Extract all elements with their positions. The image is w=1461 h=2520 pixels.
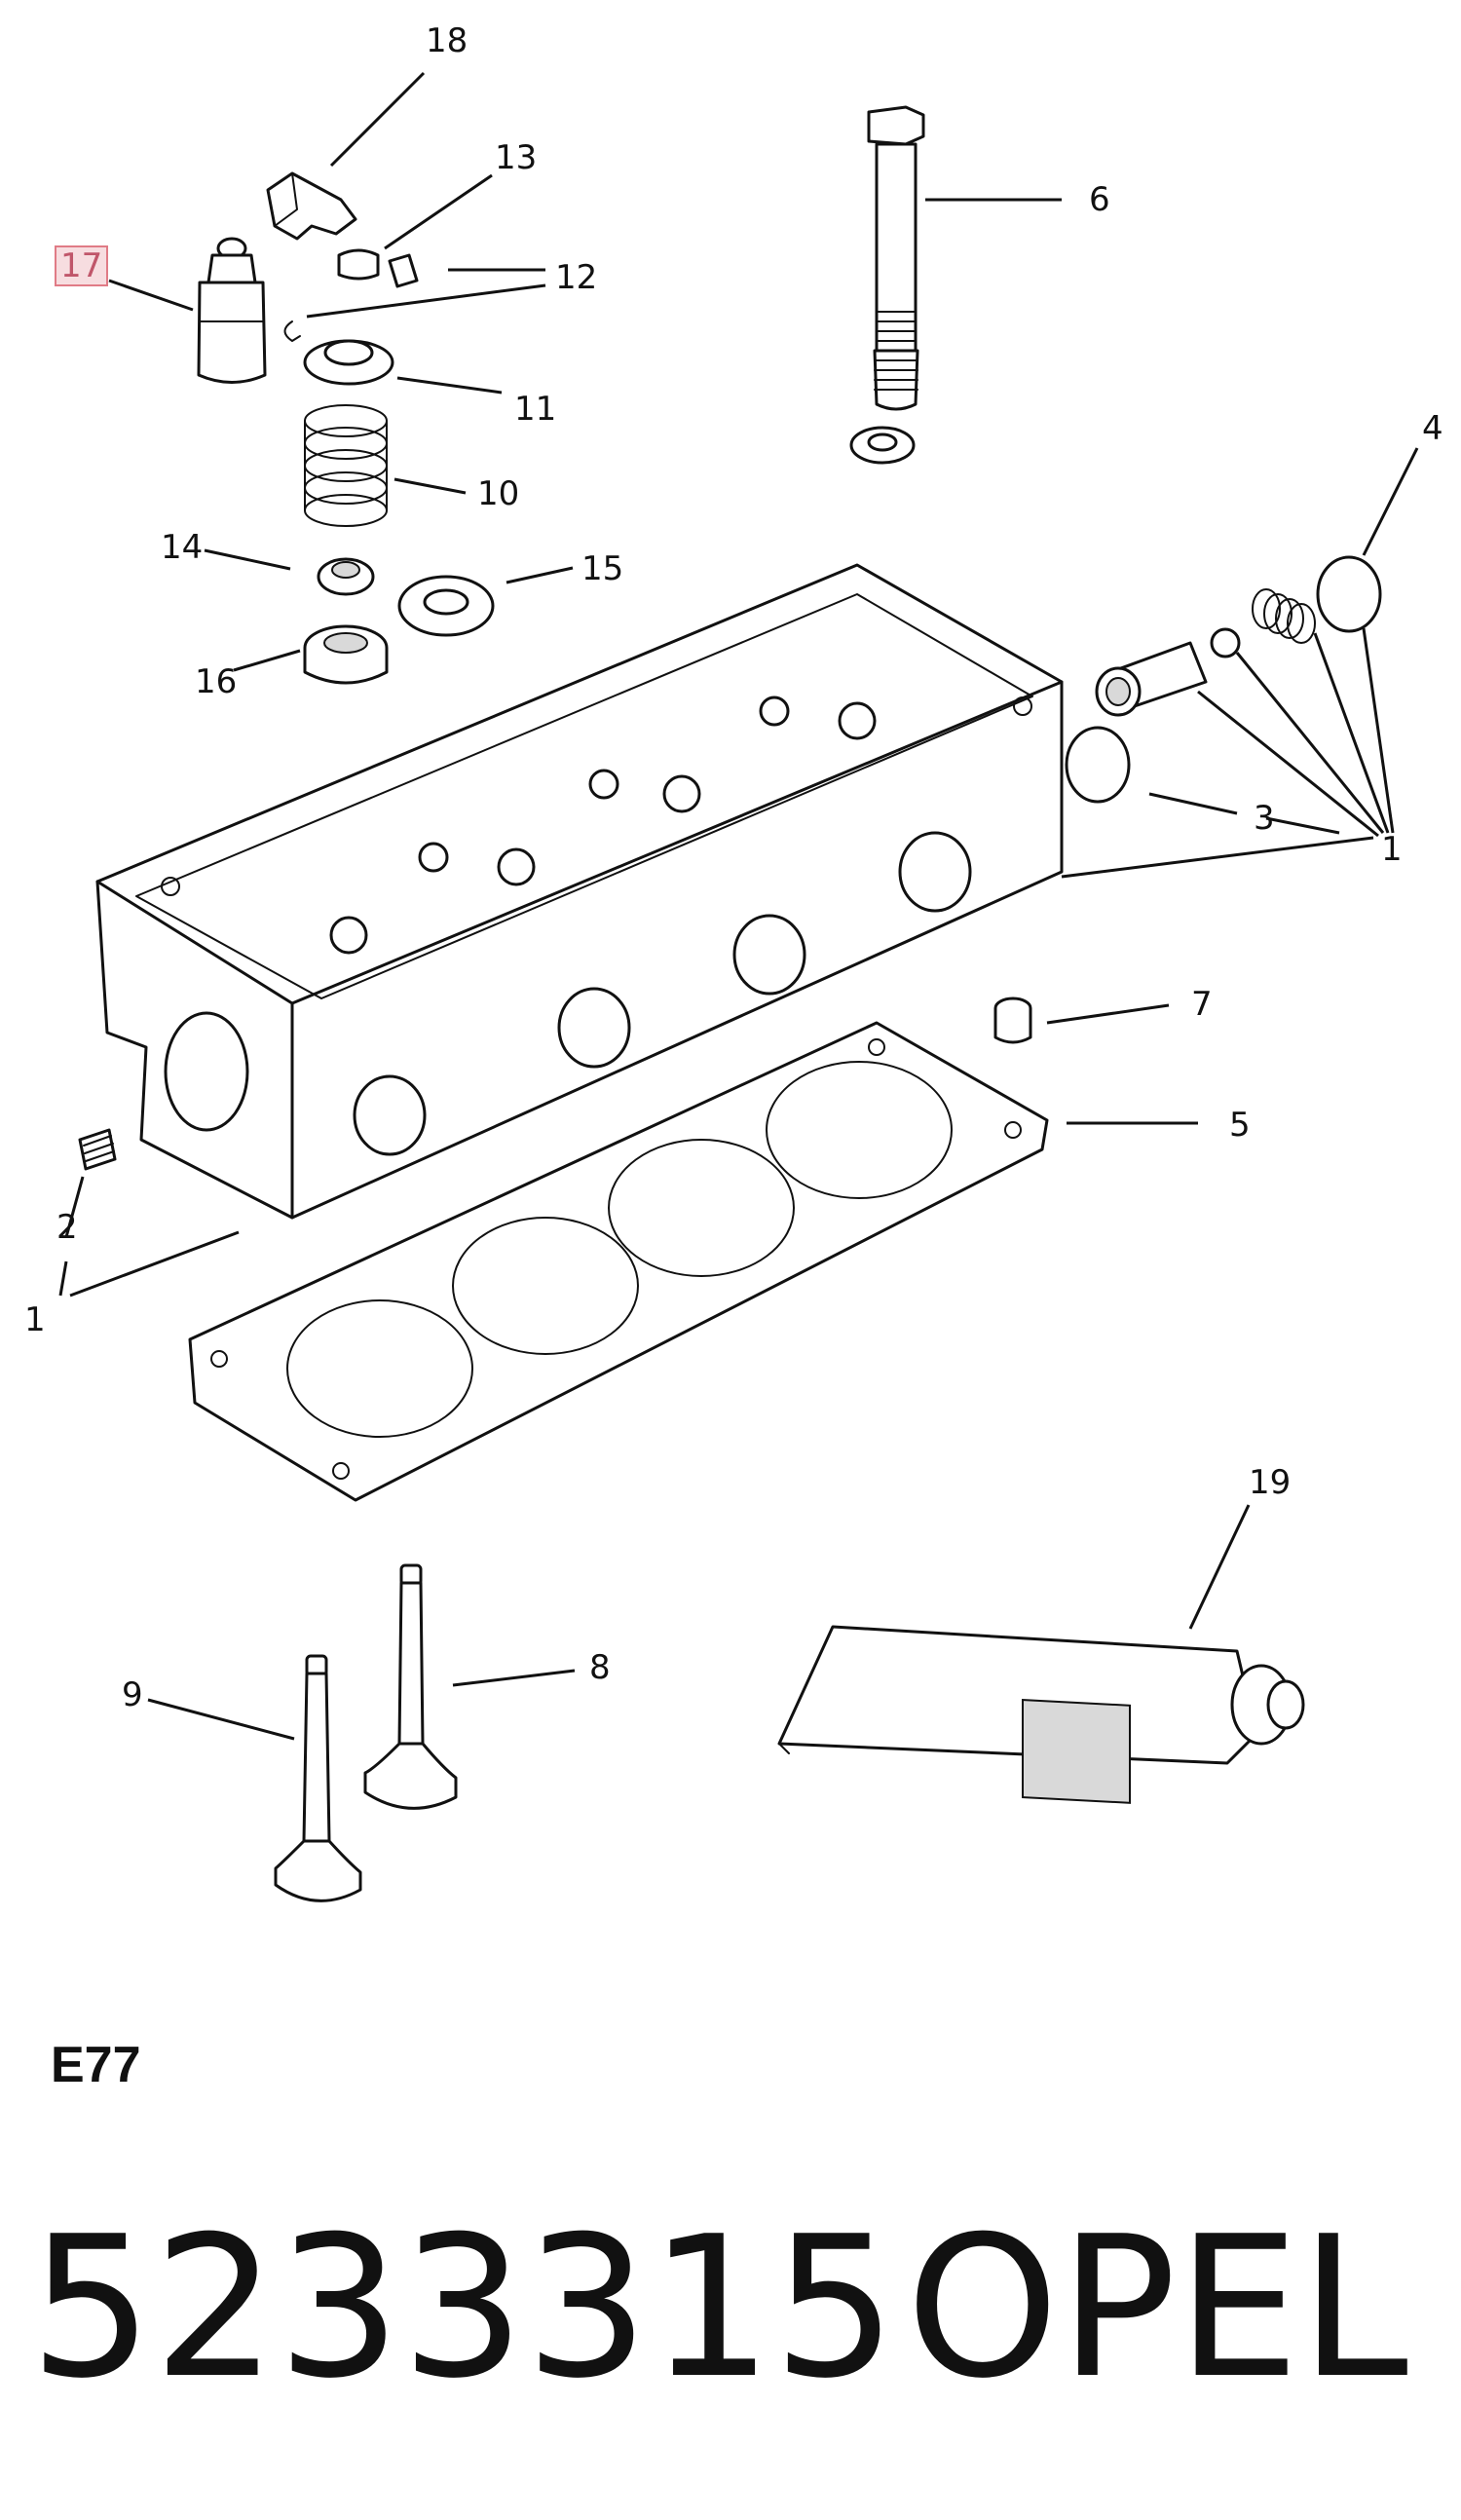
- dowel-sleeve-part: [993, 997, 1032, 1044]
- spring-seat-washer-part: [397, 575, 495, 637]
- check-valve-ball-part: [1210, 627, 1241, 658]
- head-bolt-part: [867, 105, 925, 411]
- cylinder-head-part: [95, 563, 1064, 1220]
- rocker-arm-part: [266, 171, 357, 241]
- callout-17-highlighted: 17: [55, 245, 109, 286]
- callout-7: 7: [1191, 985, 1213, 1024]
- callout-1-top: 1: [1381, 830, 1403, 869]
- clip-part: [388, 253, 419, 288]
- callout-11: 11: [514, 390, 557, 429]
- callout-19: 19: [1249, 1463, 1292, 1502]
- diagram-code: E77: [51, 2037, 141, 2093]
- spring-cap-part: [303, 339, 394, 386]
- callout-16: 16: [195, 662, 238, 701]
- exhaust-valve-part: [274, 1654, 362, 1902]
- hydraulic-lifter-part: [197, 237, 267, 384]
- callout-1-bottom: 1: [24, 1300, 46, 1339]
- threaded-plug-part: [78, 1128, 117, 1171]
- plug-part: [1316, 555, 1382, 633]
- oil-sleeve-part: [1095, 641, 1208, 717]
- callout-10: 10: [477, 474, 520, 513]
- callout-4: 4: [1422, 409, 1443, 448]
- head-gasket-part: [188, 1021, 1049, 1502]
- callout-6: 6: [1089, 180, 1110, 219]
- cover-plug-part: [1065, 726, 1131, 804]
- check-valve-spring-part: [1252, 588, 1316, 644]
- valve-collet-part: [337, 248, 380, 281]
- callout-13: 13: [495, 138, 538, 177]
- callout-18: 18: [426, 21, 468, 60]
- sealant-tube-part: [777, 1625, 1305, 1804]
- retainer-clip-part: [283, 320, 301, 342]
- callout-3: 3: [1254, 799, 1275, 838]
- intake-valve-part: [363, 1563, 458, 1810]
- callout-8: 8: [589, 1648, 611, 1687]
- leader-lines: [58, 71, 1419, 1741]
- callout-12: 12: [555, 258, 598, 297]
- callout-14: 14: [161, 528, 204, 567]
- stem-seal-part: [317, 557, 375, 596]
- brand-name: OPEL: [906, 2195, 1408, 2422]
- valve-spring-part: [304, 404, 388, 527]
- head-bolt-washer-part: [849, 426, 916, 465]
- callout-15: 15: [581, 549, 624, 588]
- callout-2: 2: [56, 1208, 78, 1247]
- callout-9: 9: [122, 1675, 143, 1714]
- seal-cup-part: [303, 624, 389, 685]
- callout-5: 5: [1229, 1106, 1251, 1145]
- part-number: 5233315: [29, 2195, 897, 2422]
